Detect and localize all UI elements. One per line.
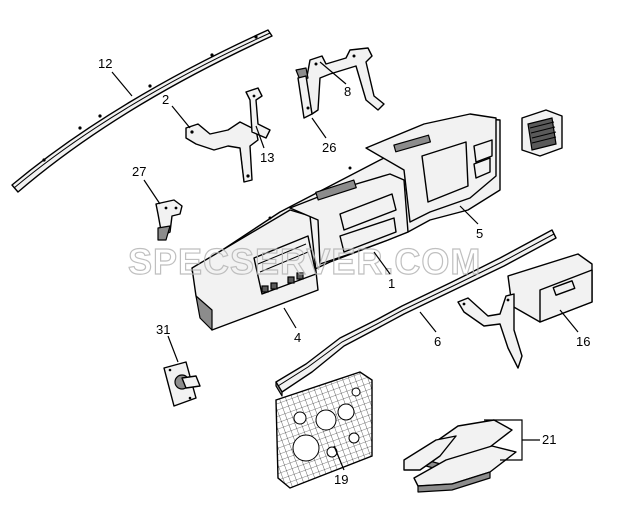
callout-1: 1 xyxy=(388,276,395,291)
callout-21: 21 xyxy=(542,432,556,447)
watermark: SPECSERVER.COM xyxy=(128,241,481,282)
callout-26: 26 xyxy=(322,140,336,155)
callout-27: 27 xyxy=(132,164,146,179)
part-27-bracket xyxy=(155,199,183,241)
part-31-switch xyxy=(163,361,201,407)
instrument-panel xyxy=(191,113,501,331)
callout-13: 13 xyxy=(260,150,274,165)
callout-2: 2 xyxy=(162,92,169,107)
callout-12: 12 xyxy=(98,56,112,71)
glove-box-bracket xyxy=(457,293,523,369)
callout-5: 5 xyxy=(476,226,483,241)
callout-19: 19 xyxy=(334,472,348,487)
leader-lines xyxy=(111,61,579,471)
part-19-gasket-panel xyxy=(275,371,373,489)
part-21-trim-pieces xyxy=(403,419,517,493)
part-8-bracket xyxy=(295,47,385,119)
part-6-channel-strip xyxy=(275,229,557,397)
part-2-bracket xyxy=(185,121,259,183)
callout-16: 16 xyxy=(576,334,590,349)
part-12-trim-strip xyxy=(11,29,273,193)
callout-6: 6 xyxy=(434,334,441,349)
callout-8: 8 xyxy=(344,84,351,99)
callout-31: 31 xyxy=(156,322,170,337)
callout-4: 4 xyxy=(294,330,301,345)
vent-grille xyxy=(521,109,563,157)
part-13-bracket xyxy=(245,87,271,139)
part-16-glove-box xyxy=(507,253,593,323)
